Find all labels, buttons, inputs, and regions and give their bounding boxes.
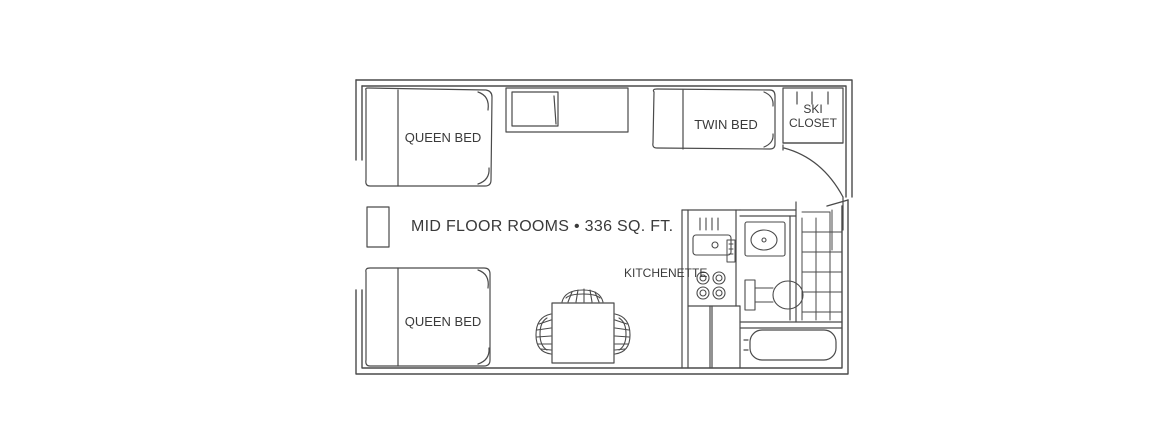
queen-bed-bottom-label: QUEEN BED — [405, 314, 482, 329]
dining-chair-right — [614, 313, 631, 355]
ski-closet-label-line2: CLOSET — [789, 116, 838, 130]
twin-bed-label: TWIN BED — [694, 117, 758, 132]
kitchenette-label: KITCHENETTE — [624, 266, 707, 280]
dresser — [505, 87, 629, 133]
side-table — [366, 206, 390, 248]
kitchenette — [681, 209, 741, 369]
outer-walls — [355, 79, 853, 375]
toilet — [744, 279, 804, 311]
room-title: MID FLOOR ROOMS • 336 SQ. FT. — [411, 218, 673, 235]
microwave-icon — [726, 239, 736, 263]
ski-closet — [782, 87, 844, 144]
stovetop-icon — [696, 271, 726, 300]
kitchen-sink — [692, 217, 732, 256]
ski-closet-label-line1: SKI — [803, 102, 822, 116]
shower-tiles — [801, 209, 843, 321]
queen-bed-top-label: QUEEN BED — [405, 130, 482, 145]
bathtub — [739, 321, 843, 361]
queen-bed-bottom — [365, 267, 491, 367]
entry-door — [782, 144, 844, 231]
dining-chair-left — [535, 313, 552, 355]
twin-bed — [652, 88, 776, 150]
dining-table — [551, 302, 615, 364]
bathroom — [739, 201, 797, 323]
bathroom-sink — [744, 221, 786, 257]
dining-chair-top — [561, 288, 604, 303]
queen-bed-top — [365, 87, 493, 187]
